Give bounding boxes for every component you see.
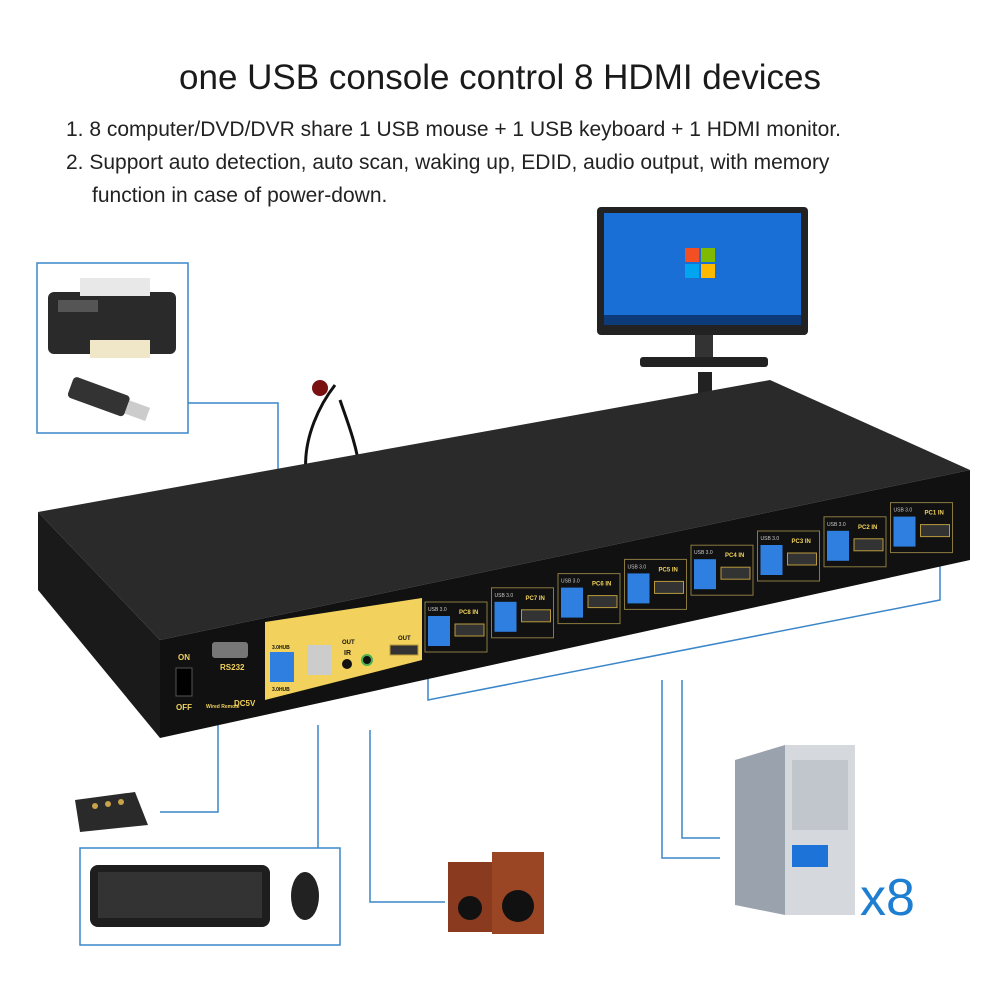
port-frame — [823, 516, 887, 568]
usb3-label: USB 3.0 — [495, 593, 514, 599]
usb-b-port — [561, 587, 583, 618]
keyboard-icon — [90, 865, 270, 927]
port-frame — [424, 601, 488, 653]
usb3-label: USB 3.0 — [561, 579, 580, 585]
hdmi-in-port — [454, 623, 485, 637]
keyboard-box — [79, 847, 341, 946]
rs232-label: RS232 — [220, 663, 245, 672]
feature-2-cont: function in case of power-down. — [92, 184, 388, 207]
port-frame — [624, 558, 687, 610]
pc-tower-icon — [735, 745, 855, 915]
usb-flash-drive-icon — [67, 377, 151, 422]
port-frame — [557, 573, 621, 625]
pc-label: PC6 IN — [592, 582, 611, 588]
usb-b-port — [627, 573, 650, 604]
dc-label: DC5V — [234, 699, 256, 708]
port-frame — [690, 544, 754, 596]
feature-1: 1. 8 computer/DVD/DVR share 1 USB mouse … — [66, 118, 841, 141]
hdmi-out-port — [389, 644, 419, 656]
usb3-label: USB 3.0 — [827, 522, 846, 528]
usb-hub-ports — [270, 652, 294, 682]
ir-receiver-icon — [312, 380, 328, 396]
on-label: ON — [178, 653, 190, 662]
hdmi-out-label: OUT — [398, 636, 411, 642]
usb-b-port — [827, 530, 849, 561]
usb-b-port — [760, 545, 783, 575]
peripheral-box — [36, 262, 189, 434]
hdmi-in-port — [853, 538, 884, 552]
usb-b-port — [428, 616, 450, 646]
keyboard-mouse-ports — [307, 645, 331, 675]
usb3-label: USB 3.0 — [694, 550, 713, 556]
hdmi-in-port — [920, 524, 950, 538]
pc-label: PC2 IN — [858, 525, 877, 531]
pc-label: PC3 IN — [792, 539, 811, 545]
hdmi-in-port — [587, 595, 618, 609]
monitor-icon — [597, 207, 808, 402]
port-frame — [890, 502, 953, 554]
multiplier-label: x8 — [860, 869, 915, 927]
port-frame — [757, 530, 820, 582]
ir-label: IR — [344, 650, 351, 657]
hdmi-in-port — [720, 566, 751, 580]
usb-hub-label-2: 3.0HUB — [272, 687, 290, 693]
usb3-label: USB 3.0 — [761, 536, 780, 542]
usb-b-port — [893, 516, 916, 547]
wired-remote-icon — [75, 792, 148, 832]
usb3-label: USB 3.0 — [894, 508, 913, 514]
feature-2: 2. Support auto detection, auto scan, wa… — [66, 151, 830, 174]
pc-label: PC1 IN — [925, 511, 944, 517]
hdmi-in-port — [654, 580, 684, 594]
hdmi-in-port — [521, 609, 551, 623]
off-label: OFF — [176, 703, 192, 712]
console-panel — [265, 598, 422, 700]
pc-label: PC5 IN — [659, 567, 678, 573]
pc-label: PC7 IN — [526, 596, 545, 602]
page-title: one USB console control 8 HDMI devices — [179, 58, 821, 97]
audio-port — [361, 654, 373, 666]
pc-label: PC8 IN — [459, 610, 478, 616]
power-switch[interactable] — [175, 667, 193, 697]
port-frame — [491, 587, 554, 639]
speakers-icon — [448, 852, 544, 934]
usb-hub-label: 3.0HUB — [272, 645, 290, 651]
rs232-port — [212, 642, 248, 658]
usb3-label: USB 3.0 — [628, 564, 647, 570]
mouse-icon — [291, 872, 319, 920]
ir-out-label: OUT — [342, 640, 355, 646]
pc-label: PC4 IN — [725, 553, 744, 559]
printer-icon — [48, 278, 176, 358]
kvm-switch: ON OFF RS232 DC5V Wired Remote 3.0HUB 3.… — [38, 380, 970, 738]
hdmi-in-port — [787, 552, 817, 566]
usb-b-port — [694, 559, 716, 590]
usb3-label: USB 3.0 — [428, 607, 447, 613]
wired-remote-label: Wired Remote — [206, 704, 240, 710]
usb-b-port — [494, 601, 517, 632]
